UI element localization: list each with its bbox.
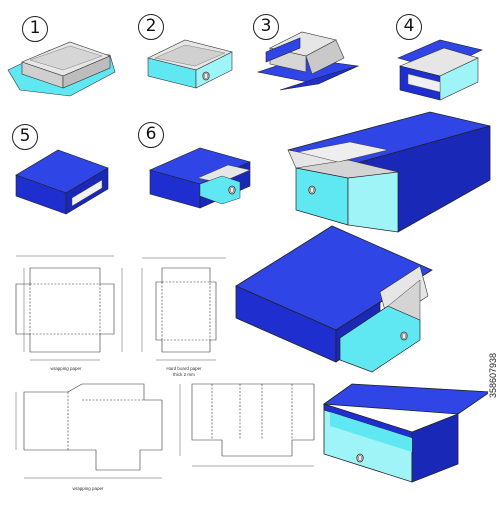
step6-illustration <box>149 147 251 209</box>
step4-illustration <box>397 39 483 101</box>
stock-id-label: 358607938 <box>488 300 500 450</box>
step1-illustration <box>7 41 116 97</box>
drawer-box-large-1 <box>287 111 491 233</box>
die-line-wrapping-paper-2 <box>15 383 163 479</box>
step3-illustration <box>256 31 360 91</box>
caption-wrapping-paper-2: wrapping paper <box>72 486 104 491</box>
step-6-number: 6 <box>138 122 164 148</box>
die-line-hard-board-2 <box>179 383 315 467</box>
step5-illustration <box>15 149 109 215</box>
die-line-hard-board <box>141 257 226 361</box>
die-line-wrapping-paper-1 <box>15 255 123 361</box>
caption-hard-board-paper: Hard board paper <box>166 366 202 371</box>
step2-illustration <box>147 39 233 89</box>
step-2-number: 2 <box>138 14 164 40</box>
step-3-number: 3 <box>253 14 279 40</box>
drawer-box-large-2 <box>235 225 433 373</box>
caption-wrapping-paper-1: wrapping paper <box>50 366 82 371</box>
drawer-box-large-3 <box>322 383 492 483</box>
step-1-number: 1 <box>22 16 48 42</box>
step-5-number: 5 <box>12 124 38 150</box>
step-4-number: 4 <box>396 14 422 40</box>
caption-hard-board-thick: thick 2 mm <box>173 372 195 377</box>
